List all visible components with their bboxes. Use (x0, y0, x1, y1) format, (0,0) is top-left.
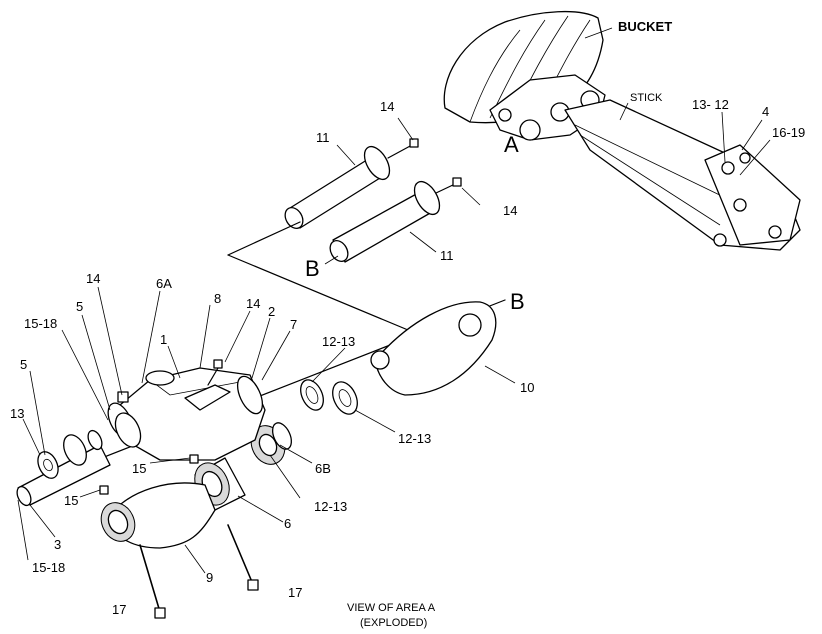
callout-5-b: 5 (20, 357, 27, 372)
exploded-leaders (17, 286, 516, 574)
callout-12-13-a: 12-13 (322, 334, 355, 349)
label-b-right: B (510, 289, 525, 314)
callout-12-13-b: 12-13 (398, 431, 431, 446)
area-a-label: A (504, 132, 519, 157)
callout-10: 10 (520, 380, 534, 395)
pin-lower (329, 177, 462, 263)
callout-17-b: 17 (288, 585, 302, 600)
callout-5-a: 5 (76, 299, 83, 314)
stick-label: STICK (630, 92, 663, 104)
caption-line-1: VIEW OF AREA A (347, 602, 436, 614)
callout-14-a: 14 (86, 271, 100, 286)
pin-upper-callout: 11 (316, 130, 330, 145)
callout-6b: 6B (315, 461, 331, 476)
callout-16-19: 16-19 (772, 125, 805, 140)
callout-6a: 6A (156, 276, 172, 291)
bolt-lower-callout: 14 (503, 203, 517, 218)
callout-13: 13 (10, 406, 24, 421)
callout-2: 2 (268, 304, 275, 319)
caption-line-2: (EXPLODED) (360, 617, 427, 629)
callout-1: 1 (160, 332, 167, 347)
callout-8: 8 (214, 291, 221, 306)
exploded-assembly (16, 299, 506, 619)
callout-15-18-b: 15-18 (32, 560, 65, 575)
bucket-label: BUCKET (618, 19, 672, 34)
callout-7: 7 (290, 317, 297, 332)
overview-illustration (443, 10, 801, 251)
callout-6: 6 (284, 516, 291, 531)
callout-15-b: 15 (64, 493, 78, 508)
callout-4: 4 (762, 104, 769, 119)
callout-3: 3 (54, 537, 61, 552)
pin-lower-callout: 11 (440, 248, 454, 263)
label-b-left: B (305, 256, 320, 281)
callout-17-a: 17 (112, 602, 126, 617)
callout-12-13-c: 12-13 (314, 499, 347, 514)
bolt-upper-callout: 14 (380, 99, 394, 114)
callout-15-18-a: 15-18 (24, 316, 57, 331)
callout-9: 9 (206, 570, 213, 585)
callout-15-a: 15 (132, 461, 146, 476)
callout-14-b: 14 (246, 296, 260, 311)
callout-13-12: 13- 12 (692, 97, 729, 112)
